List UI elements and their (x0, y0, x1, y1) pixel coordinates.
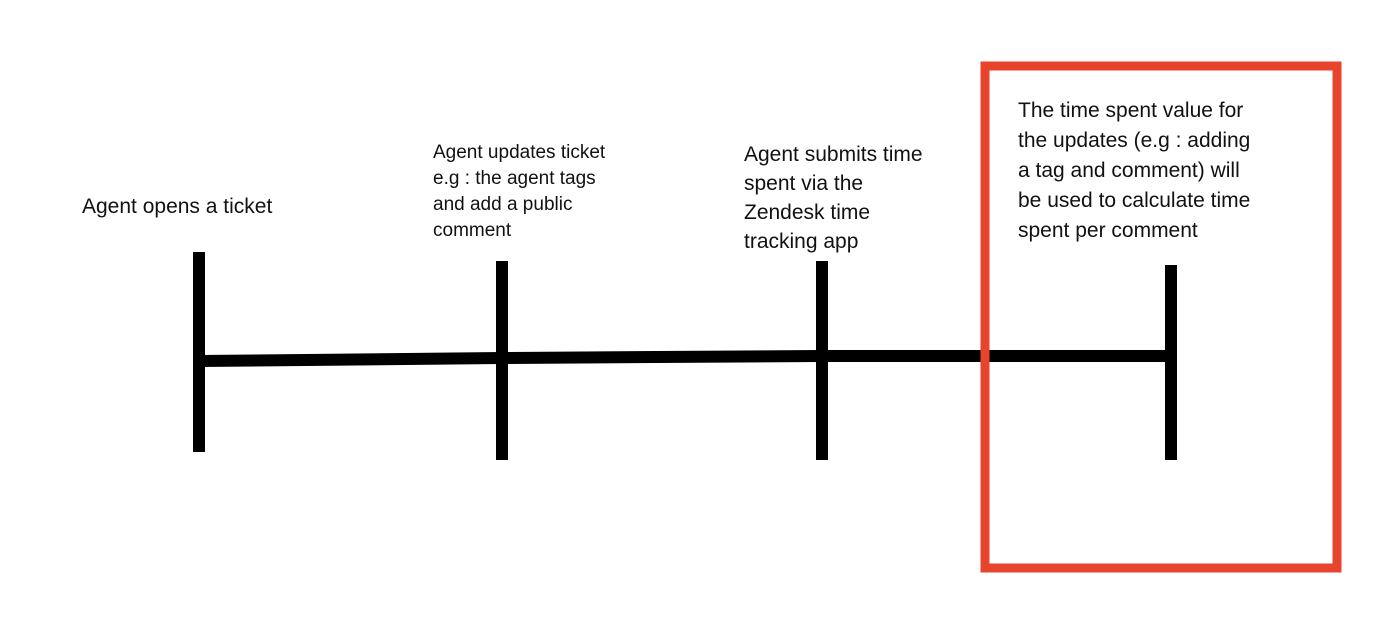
event-label-line: spent via the (744, 172, 864, 195)
event-label-line: Agent submits time (744, 143, 923, 166)
event-label-calculate-time: The time spent value for the updates (e.… (1018, 96, 1250, 246)
event-label-open-ticket: Agent opens a ticket (82, 194, 272, 220)
event-label-line: Zendesk time (744, 201, 871, 224)
event-label-line: Agent opens a ticket (82, 195, 273, 218)
event-label-line: The time spent value for (1018, 99, 1244, 122)
event-label-line: and add a public (433, 194, 573, 215)
event-label-line: a tag and comment) will (1018, 159, 1240, 182)
event-label-line: the updates (e.g : adding (1018, 129, 1251, 152)
event-label-line: spent per comment (1018, 219, 1198, 242)
highlight-box (980, 61, 1342, 573)
event-label-line: e.g : the agent tags (433, 168, 596, 189)
event-label-line: tracking app (744, 230, 859, 253)
event-label-line: be used to calculate time (1018, 189, 1251, 212)
event-label-line: comment (433, 220, 512, 241)
event-label-update-ticket: Agent updates ticket e.g : the agent tag… (433, 140, 605, 244)
timeline-axis (198, 350, 1171, 367)
event-label-line: Agent updates ticket (433, 142, 606, 163)
event-label-submit-time: Agent submits time spent via the Zendesk… (744, 140, 923, 256)
